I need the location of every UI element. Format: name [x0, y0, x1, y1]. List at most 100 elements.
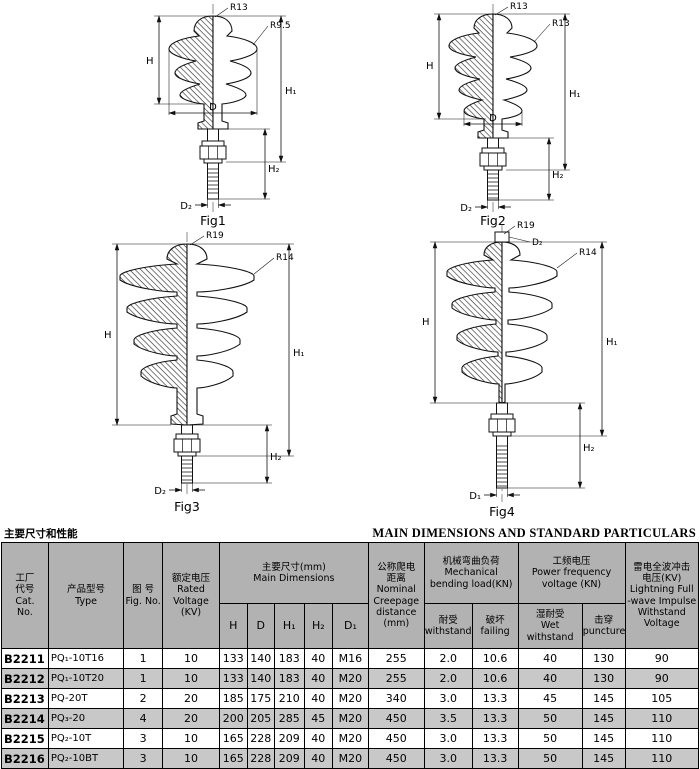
fig3-pin-label: D₂	[154, 486, 166, 497]
fig3-h-label: H	[104, 330, 112, 341]
cross-section-hatch	[446, 241, 503, 404]
extension-lines	[430, 241, 607, 497]
header-puncture: 击穿 puncture	[581, 603, 626, 649]
table-cell: B2212	[1, 668, 49, 689]
table-cell: 2.0	[423, 648, 473, 669]
table-cell: 209	[274, 748, 305, 769]
table-cell: 183	[274, 668, 305, 689]
header-fig-no: 图 号 Fig. No.	[123, 542, 163, 649]
leader-lines	[494, 6, 551, 43]
table-cell: 50	[517, 728, 583, 749]
table-cell: 450	[367, 708, 425, 729]
fig4-pin-label: D₁	[469, 491, 481, 502]
table-cell: B2213	[1, 688, 49, 709]
table-cell: 3.0	[423, 728, 473, 749]
lock-washer	[177, 451, 197, 457]
fig1-d-label: D	[209, 102, 217, 113]
fig3-h1-label: H₁	[293, 348, 305, 359]
table-cell: 13.3	[471, 708, 519, 729]
table-cell: PQ-20T	[47, 688, 125, 709]
table-cell: 40	[303, 668, 334, 689]
cross-section-hatch	[119, 243, 188, 426]
hex-nut	[173, 438, 201, 453]
fig1-r-top-label: R13	[230, 3, 248, 13]
washer	[175, 433, 199, 440]
fig1-r-side-label: R9.5	[270, 21, 291, 31]
table-cell: 40	[517, 648, 583, 669]
fig1-h2-label: H₂	[268, 164, 280, 175]
profile-outline	[501, 241, 558, 404]
table-cell: 2.0	[423, 668, 473, 689]
fig3-r-side-label: R14	[276, 253, 294, 263]
leader-lines	[189, 235, 275, 275]
table-cell: 145	[581, 688, 626, 709]
table-cell: 228	[246, 728, 275, 749]
table-cell: PQ₂-10T	[47, 728, 125, 749]
fig2-caption: Fig2	[480, 213, 506, 228]
table-cell: 340	[367, 688, 425, 709]
profile-outline	[186, 243, 255, 426]
table-cell: 130	[581, 668, 626, 689]
table-cell: 209	[274, 728, 305, 749]
caption-english: MAIN DIMENSIONS AND STANDARD PARTICULARS	[372, 526, 696, 540]
fig2-h2-label: H₂	[552, 170, 564, 181]
washer	[481, 147, 505, 154]
table-cell: 13.3	[471, 748, 519, 769]
header-d: D	[246, 603, 275, 649]
table-cell: M20	[332, 668, 369, 689]
table-row: B2215 PQ₂-10T 3 10 165 228 209 40 M20 45…	[1, 728, 699, 749]
table-cell: 20	[161, 688, 221, 709]
table-cell: 45	[303, 708, 334, 729]
header-h: H	[219, 603, 248, 649]
figure-fig3: R19 R14 H H₁ H₂ D₂ Fig3	[104, 231, 305, 514]
thread-lines	[496, 445, 508, 487]
figure-fig2: R13 R13 H D H₁ H₂ D₂ Fig2	[426, 2, 581, 228]
table-cell: 90	[624, 648, 699, 669]
thread-lines	[487, 173, 499, 199]
fig4-h-label: H	[422, 317, 430, 328]
dimension-lines	[154, 7, 286, 208]
table-cell: 3	[123, 728, 163, 749]
table-row: B2216 PQ₂-10BT 3 10 165 228 209 40 M20 4…	[1, 748, 699, 769]
dimensions-table: 工厂 代号 Cat. No. 产品型号 Type 图 号 Fig. No. 额定…	[1, 542, 699, 769]
header-mech-withstand: 耐受 withstand	[423, 603, 473, 649]
table-cell: PQ₃-20	[47, 708, 125, 729]
insulator-drawings: R13 R9.5 H D H₁ H₂ D₂ Fig1	[104, 2, 618, 519]
cross-section-hatch	[448, 13, 494, 139]
fig2-h-label: H	[426, 61, 434, 72]
table-cell: 1	[123, 668, 163, 689]
pin-assembly	[199, 128, 227, 200]
table-cell: 4	[123, 708, 163, 729]
caption-chinese: 主要尺寸和性能	[4, 528, 78, 540]
hex-nut	[199, 145, 227, 160]
table-cell: PQ₁-10T20	[47, 668, 125, 689]
table-cell: 145	[581, 728, 626, 749]
table-cell: 110	[624, 728, 699, 749]
fig1-caption: Fig1	[200, 213, 226, 228]
fig1-h-label: H	[146, 56, 154, 67]
table-cell: 45	[517, 688, 583, 709]
profile-outline	[492, 13, 538, 139]
table-cell: 10.6	[471, 648, 519, 669]
table-cell: 3.5	[423, 708, 473, 729]
dimension-lines	[112, 235, 294, 493]
extension-lines	[112, 243, 294, 492]
fig4-h1-label: H₁	[606, 337, 618, 348]
table-row: B2214 PQ₃-20 4 20 200 205 285 45 M20 450…	[1, 708, 699, 729]
table-cell: 255	[367, 668, 425, 689]
table-cell: 255	[367, 648, 425, 669]
pin-shank	[496, 402, 508, 489]
leader-lines	[503, 225, 578, 269]
table-cell: 10	[161, 728, 221, 749]
table-cell: 110	[624, 708, 699, 729]
table-cell: 40	[303, 648, 334, 669]
table-cell: 10	[161, 648, 221, 669]
dimension-lines	[430, 225, 607, 498]
header-h2: H₂	[303, 603, 334, 649]
fig2-r-side-label: R13	[552, 19, 570, 29]
hex-nut	[479, 152, 507, 167]
table-cell: 3.0	[423, 688, 473, 709]
washer	[490, 413, 514, 420]
leader-lines	[214, 7, 269, 46]
table-cell: 133	[219, 648, 248, 669]
